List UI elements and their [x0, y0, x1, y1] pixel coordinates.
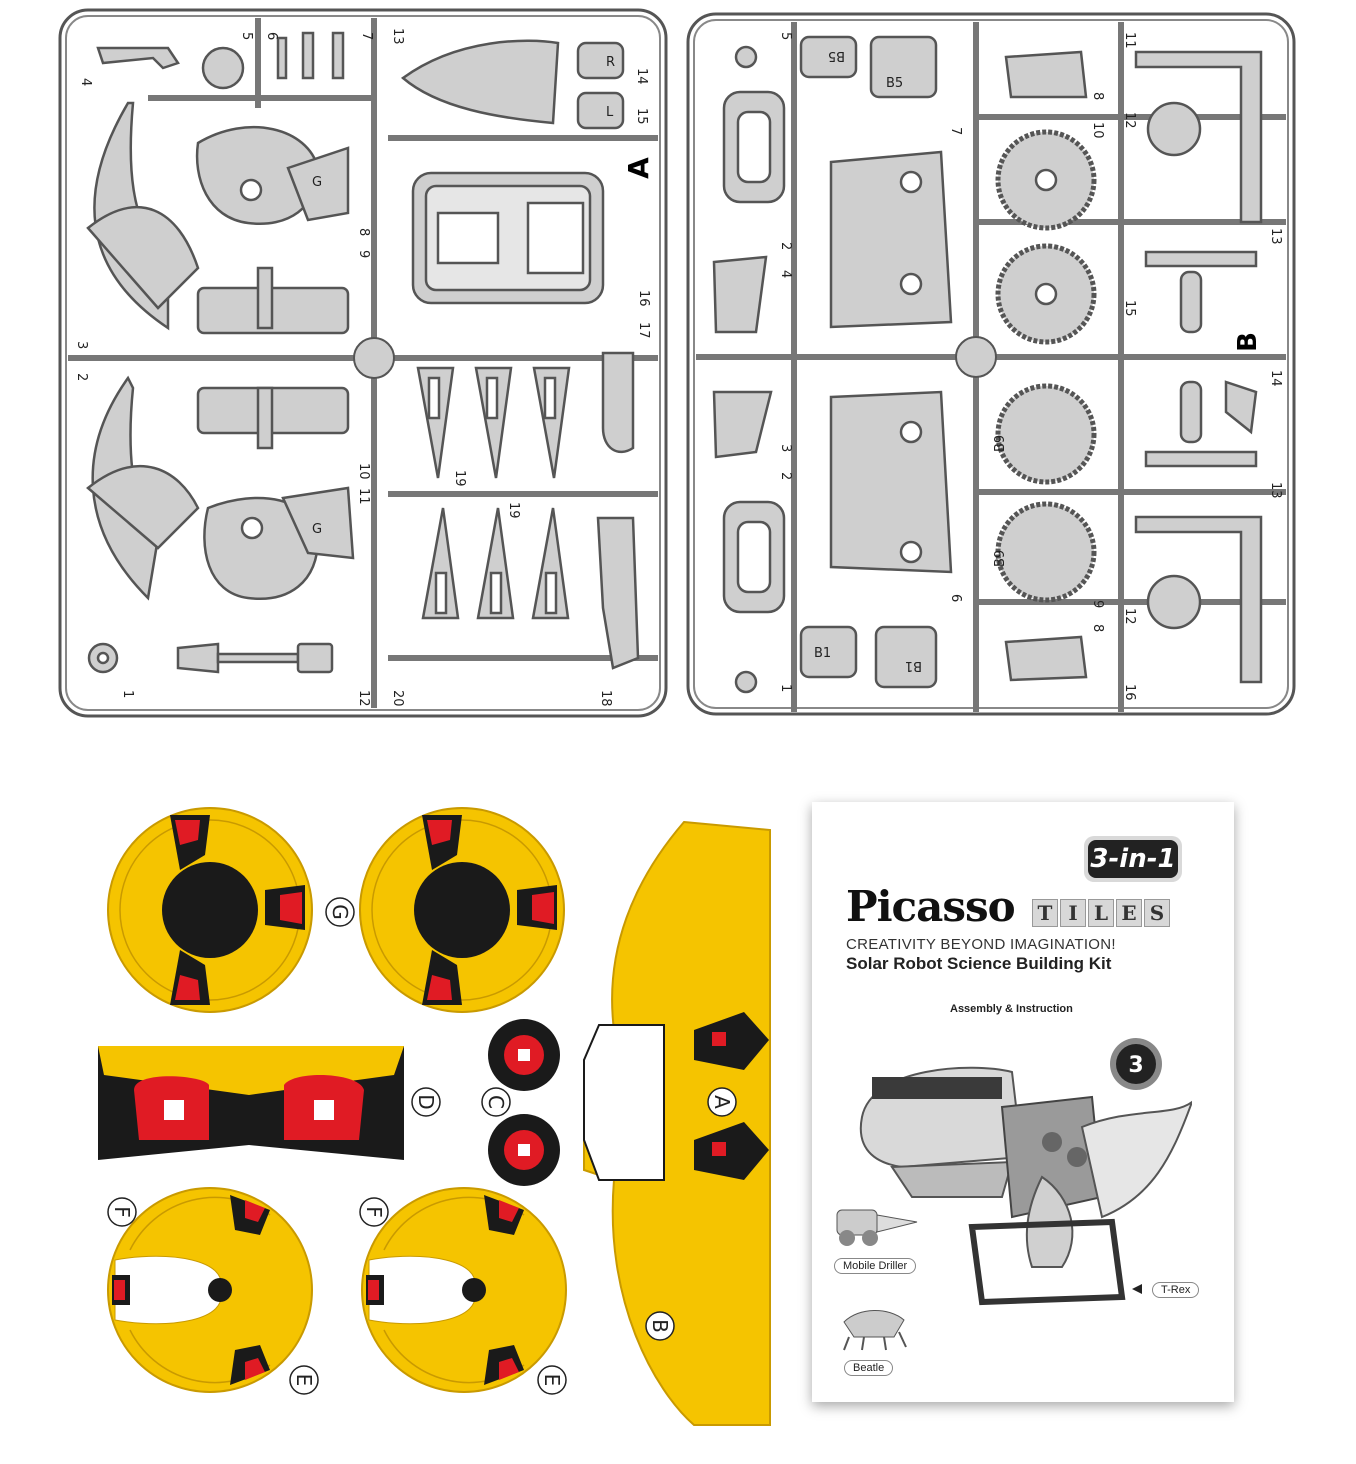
sprue-b-tag: B9 — [993, 550, 1008, 567]
trex-robot-illustration — [859, 1066, 1192, 1306]
sticker-letter-f: F — [110, 1206, 134, 1218]
sprue-b-label: 9 — [1090, 600, 1105, 608]
sticker-letter-e: E — [292, 1374, 316, 1387]
sprue-b-label: 13 — [1268, 228, 1283, 245]
sticker-g-wheel — [107, 807, 313, 1013]
sprue-b-label: 15 — [1122, 300, 1137, 317]
sticker-letter-a: A — [710, 1095, 734, 1109]
sticker-letter-d: D — [414, 1094, 438, 1109]
sprue-b-label: 10 — [1090, 122, 1105, 139]
sprue-b-letter: B — [1233, 332, 1263, 352]
sprue-a-label: 4 — [78, 78, 93, 86]
sprue-a-label: 2 — [74, 373, 89, 381]
svg-text:3: 3 — [1128, 1053, 1143, 1078]
sprue-a-label: 7 — [359, 32, 374, 40]
sprue-b-label: 12 — [1122, 112, 1137, 129]
sprue-a-label: R — [606, 55, 615, 70]
sprue-a-label: 16 — [636, 290, 651, 307]
sprue-a-label: 9 — [356, 250, 371, 258]
sprue-a-label: L — [606, 105, 614, 120]
beatle-thumbnail — [843, 1310, 907, 1351]
sprue-a-label: 14 — [634, 68, 649, 85]
sticker-letter-f: F — [362, 1206, 386, 1218]
sprue-a-label: 10 — [356, 463, 371, 480]
sticker-sheet: G D C A F F E E B — [98, 807, 771, 1426]
kit-title: Solar Robot Science Building Kit — [846, 954, 1112, 973]
sprue-a-label: 19 — [506, 502, 521, 519]
sticker-letter-g: G — [328, 904, 352, 920]
sticker-f-wheel — [107, 1187, 313, 1393]
sticker-letter-e: E — [540, 1374, 564, 1387]
sprue-b-tag: B1 — [814, 646, 831, 661]
sprue-a-label: 18 — [598, 690, 613, 707]
sprue-b-label: 8 — [1090, 624, 1105, 632]
sprue-b-label: 1 — [778, 684, 793, 692]
three-models-icon: 3 — [1110, 1038, 1162, 1090]
brand-logo-script: Picasso — [846, 882, 1016, 931]
sprue-a-label: 12 — [356, 690, 371, 707]
model-label-mobile-driller: Mobile Driller — [834, 1258, 917, 1274]
model-label-beatle: Beatle — [844, 1360, 894, 1376]
mobile-driller-thumbnail — [836, 1209, 918, 1246]
sprue-a-label: 5 — [239, 32, 254, 40]
sprue-b-label: 4 — [778, 270, 793, 278]
sprue-a-label: 8 — [356, 228, 371, 236]
sprue-b-label: 2 — [778, 472, 793, 480]
sprue-b-tag: B5 — [828, 48, 845, 63]
sprue-b-label: 2 — [778, 242, 793, 250]
sprue-a-label: 15 — [634, 108, 649, 125]
sticker-g-wheel — [359, 807, 565, 1013]
sprue-b-label: 8 — [1090, 92, 1105, 100]
instruction-booklet: 3-in-1 Picasso T I L E S CREATIVITY BEYO… — [812, 802, 1234, 1402]
model-label-t-rex: T-Rex — [1152, 1282, 1200, 1298]
sprue-b-label: 3 — [778, 444, 793, 452]
sprue-b: B 5 11 12 10 8 7 2 4 13 15 14 3 2 6 9 8 … — [686, 12, 1296, 716]
sprue-a: A 4 5 6 7 13 14 15 8 9 16 17 3 2 10 11 1… — [58, 8, 668, 718]
sprue-b-label: 14 — [1268, 370, 1283, 387]
sprue-b-label: 12 — [1122, 608, 1137, 625]
sticker-letter-b: B — [648, 1319, 672, 1333]
sprue-a-letter: A — [622, 157, 655, 179]
sprue-a-label: G — [312, 522, 322, 537]
sprue-b-tag: B9 — [993, 435, 1008, 452]
sprue-b-tag: B5 — [886, 76, 903, 91]
tagline: CREATIVITY BEYOND IMAGINATION! — [846, 936, 1116, 953]
sprue-a-label: 1 — [120, 690, 135, 698]
sprue-a-label: 11 — [356, 488, 371, 505]
sprue-a-label: 20 — [390, 690, 405, 707]
sprue-b-label: 16 — [1122, 684, 1137, 701]
brand-logo-tiles: T I L E S — [1032, 899, 1170, 927]
sprue-a-label: 6 — [264, 32, 279, 40]
sprue-b-tag: B1 — [905, 658, 922, 673]
sticker-letter-c: C — [484, 1095, 508, 1109]
sprue-b-label: 5 — [778, 32, 793, 40]
sprue-a-label: 13 — [390, 28, 405, 45]
sprue-a-label: G — [312, 175, 322, 190]
sprue-a-label: 17 — [636, 322, 651, 339]
sprue-b-label: 7 — [948, 127, 963, 135]
sprue-a-label: 19 — [452, 470, 467, 487]
sprue-b-label: 11 — [1122, 32, 1137, 49]
assembly-subtitle: Assembly & Instruction — [950, 1003, 1073, 1015]
sprue-b-label: 6 — [948, 594, 963, 602]
sprue-b-label: 13 — [1268, 482, 1283, 499]
pointer-arrow-icon — [1132, 1284, 1142, 1294]
sticker-f-wheel — [361, 1187, 567, 1393]
three-in-one-badge: 3-in-1 — [1084, 836, 1182, 882]
sprue-a-label: 3 — [74, 341, 89, 349]
